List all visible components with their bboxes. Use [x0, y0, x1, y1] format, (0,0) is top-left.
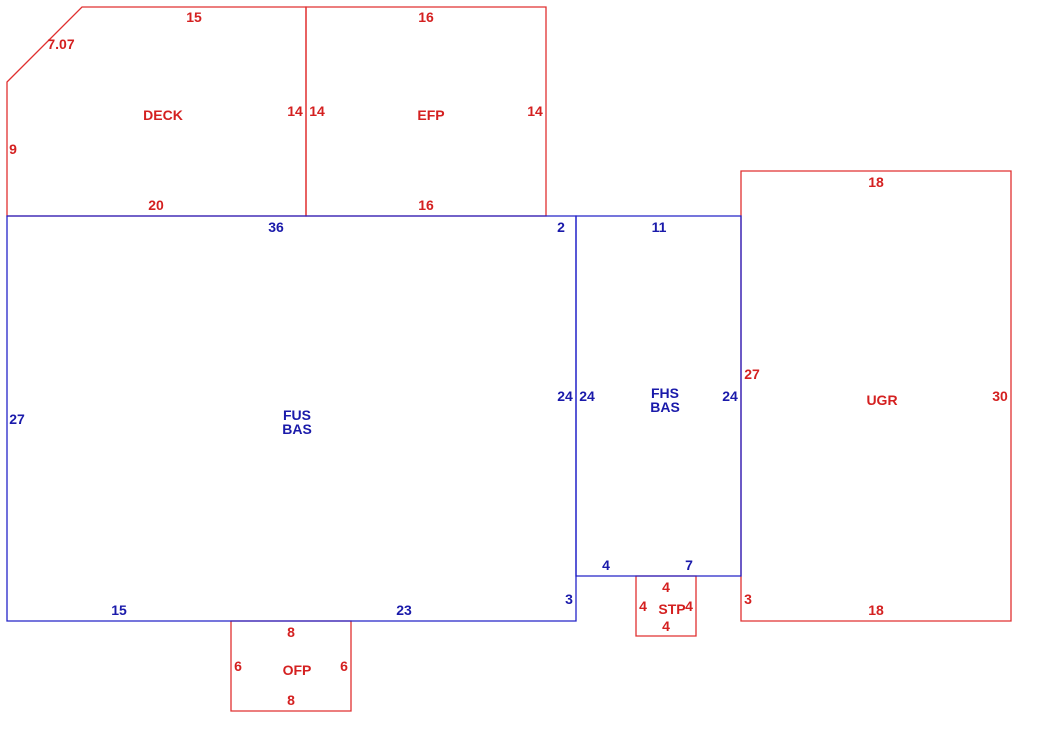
ugr-dim-bottom: 18 — [868, 602, 884, 618]
fhs-dim-left: 24 — [579, 388, 595, 404]
bas-dim-right: 24 — [557, 388, 573, 404]
deck-dim-right: 14 — [287, 103, 303, 119]
efp-label: EFP — [417, 107, 444, 123]
bas-label-line2: BAS — [282, 421, 312, 437]
bas-dim-top-right: 2 — [557, 219, 565, 235]
ugr-dim-right: 30 — [992, 388, 1008, 404]
ugr-dim-top: 18 — [868, 174, 884, 190]
efp-dim-bottom: 16 — [418, 197, 434, 213]
fhs-outline — [575, 215, 742, 577]
ugr-dim-left: 27 — [744, 366, 760, 382]
ofp-dim-right: 6 — [340, 658, 348, 674]
fhs-dim-right: 24 — [722, 388, 738, 404]
fhs-label-line2: BAS — [650, 399, 680, 415]
fhs-dim-bottom-left: 4 — [602, 557, 610, 573]
stp-dim-bottom: 4 — [662, 618, 670, 634]
ugr-dim-step: 3 — [744, 591, 752, 607]
ofp-dim-top: 8 — [287, 624, 295, 640]
ofp-label: OFP — [283, 662, 312, 678]
stp-dim-top: 4 — [662, 579, 670, 595]
efp-dim-left: 14 — [309, 103, 325, 119]
fhs-label-line1: FHS — [651, 385, 679, 401]
stp-dim-left: 4 — [639, 598, 647, 614]
bas-dim-bottom-left: 15 — [111, 602, 127, 618]
deck-dim-diagonal: 7.07 — [47, 36, 74, 52]
ofp-dim-left: 6 — [234, 658, 242, 674]
bas-label-line1: FUS — [283, 407, 311, 423]
bas-dim-step: 3 — [565, 591, 573, 607]
stp-label: STP — [658, 601, 685, 617]
bas-dim-top: 36 — [268, 219, 284, 235]
deck-dim-top: 15 — [186, 9, 202, 25]
efp-dim-right: 14 — [527, 103, 543, 119]
deck-dim-bottom: 20 — [148, 197, 164, 213]
ugr-label: UGR — [866, 392, 897, 408]
bas-outline — [6, 215, 577, 622]
stp-dim-right: 4 — [685, 598, 693, 614]
fhs-dim-bottom-right: 7 — [685, 557, 693, 573]
efp-dim-top: 16 — [418, 9, 434, 25]
bas-dim-left: 27 — [9, 411, 25, 427]
fhs-dim-top: 11 — [652, 219, 667, 235]
bas-dim-bottom-right: 23 — [396, 602, 412, 618]
deck-label: DECK — [143, 107, 183, 123]
deck-dim-left: 9 — [9, 141, 17, 157]
ofp-dim-bottom: 8 — [287, 692, 295, 708]
